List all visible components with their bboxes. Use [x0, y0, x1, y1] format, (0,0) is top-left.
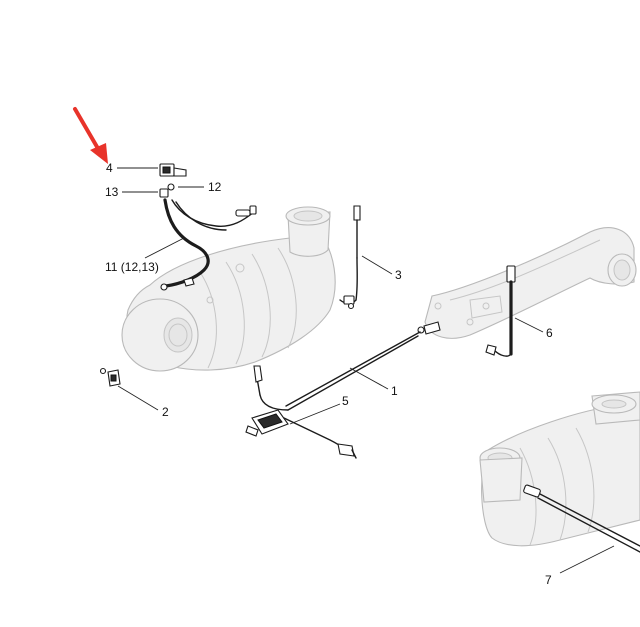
- part-11-sensor-harness: [160, 198, 257, 291]
- leader-lines: [117, 167, 615, 574]
- callout-13: 13: [105, 185, 119, 199]
- part-4-sensor-bracket: [159, 163, 187, 177]
- callout-2: 2: [162, 405, 169, 419]
- part-7-sensor-line: [523, 484, 640, 553]
- exhaust-pipe-upper-right: [424, 227, 637, 339]
- highlight-arrow: [73, 107, 108, 164]
- callout-7: 7: [545, 573, 552, 587]
- callout-1: 1: [391, 384, 398, 398]
- part-1-sensor-line: [253, 321, 441, 411]
- callout-12: 12: [208, 180, 222, 194]
- callout-6: 6: [546, 326, 553, 340]
- muffler-housing-left: [121, 206, 336, 372]
- catalyst-housing-lower-right: [479, 391, 640, 547]
- part-13-connector: [159, 188, 169, 198]
- part-5-control-module: [245, 409, 357, 459]
- part-6-exhaust-sensor: [485, 265, 516, 357]
- part-3-temperature-sensor: [339, 205, 361, 310]
- part-12-clip: [167, 183, 175, 191]
- part-2-clamp: [99, 367, 121, 387]
- callout-5: 5: [342, 394, 349, 408]
- callout-3: 3: [395, 268, 402, 282]
- callout-4: 4: [106, 161, 113, 175]
- callout-11: 11 (12,13): [105, 260, 159, 274]
